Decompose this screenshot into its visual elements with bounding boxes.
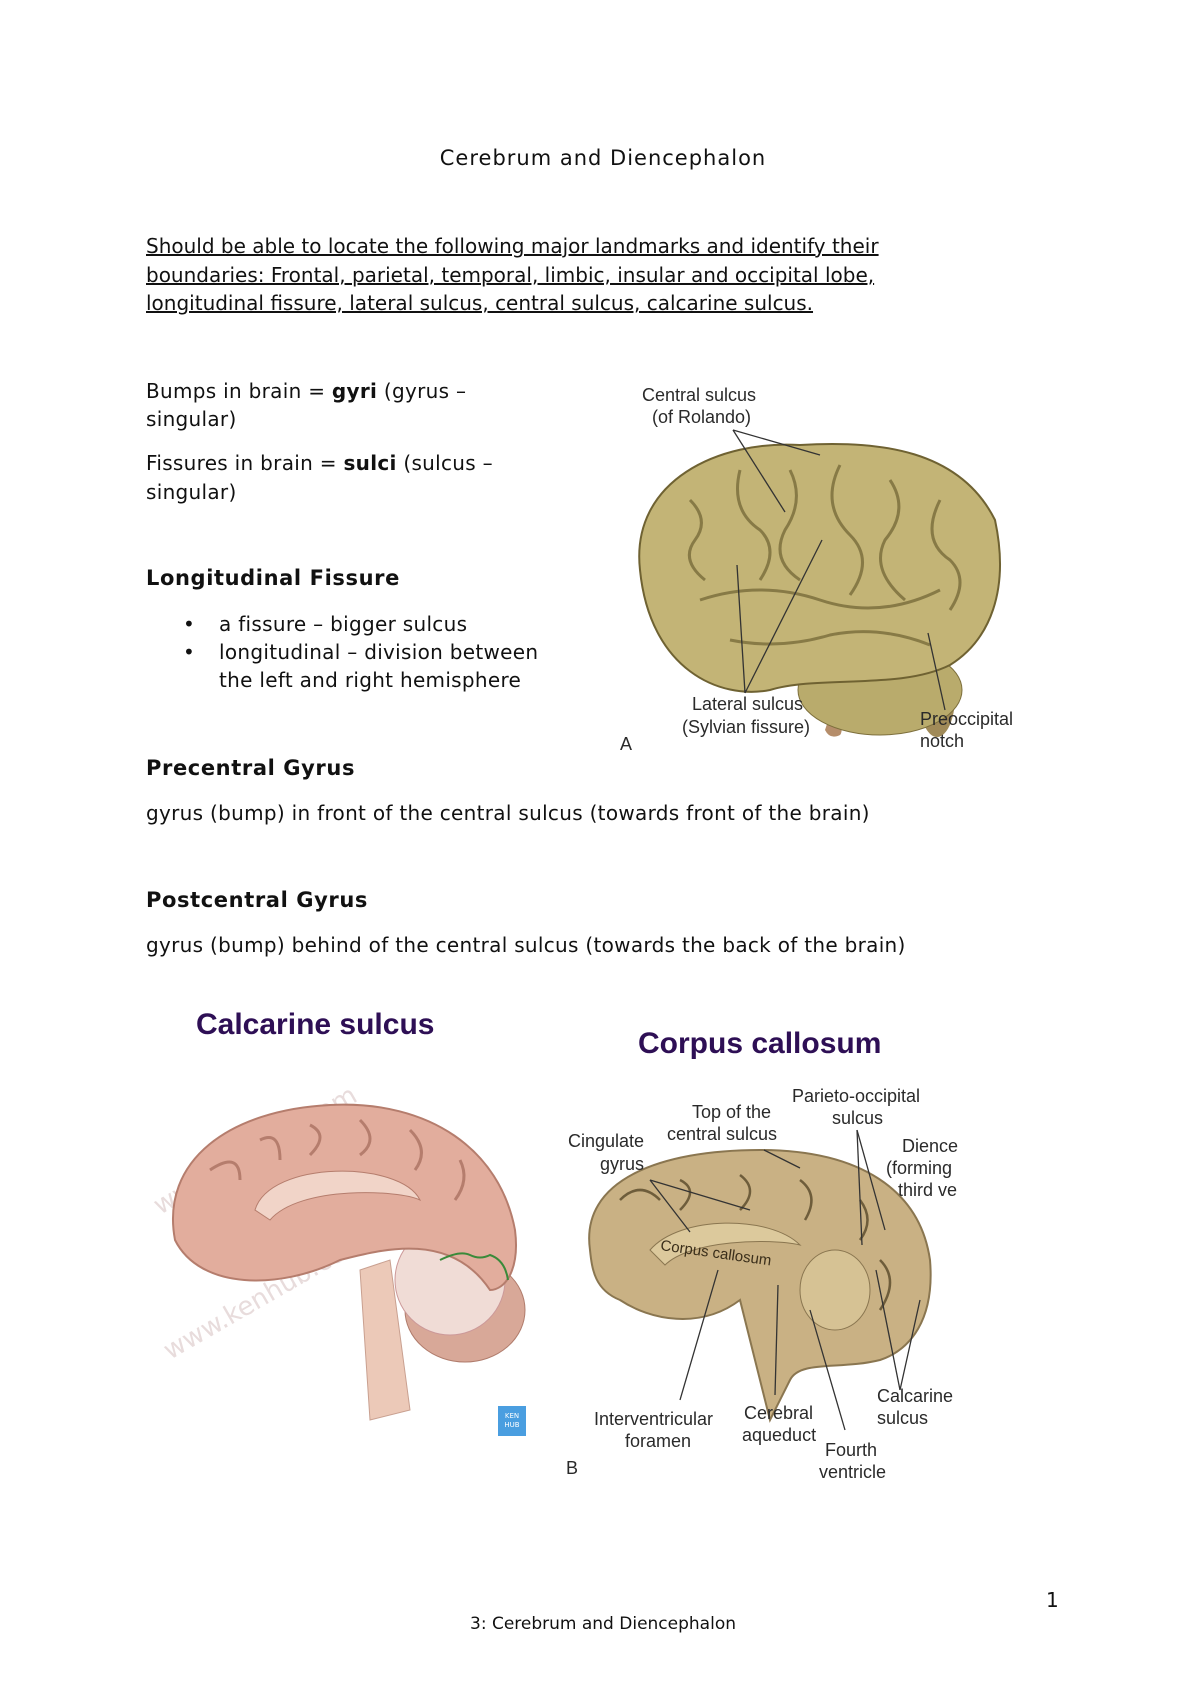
label-lateral-sulcus: Lateral sulcus: [692, 694, 804, 714]
label-notch: notch: [920, 731, 965, 751]
calcarine-title: Calcarine sulcus: [196, 1008, 435, 1041]
postcentral-text: gyrus (bump) behind of the central sulcu…: [146, 933, 906, 957]
label-gyrus: gyrus: [600, 1154, 645, 1174]
sulci-post: (sulcus –: [396, 451, 493, 475]
label-forming: (forming: [886, 1158, 953, 1178]
label-third-ve: third ve: [898, 1180, 958, 1200]
bullet-item-continued: the left and right hemisphere: [219, 668, 522, 692]
objective-line: longitudinal fissure, lateral sulcus, ce…: [146, 291, 814, 315]
label-parieto-occipital: Parieto-occipital: [792, 1086, 921, 1106]
learning-objectives: Should be able to locate the following m…: [146, 232, 1026, 318]
page-number: 1: [1046, 1588, 1060, 1612]
bullet-item: a fissure – bigger sulcus: [219, 612, 468, 636]
label-top-of-the: Top of the: [692, 1102, 772, 1122]
label-aqueduct: aqueduct: [742, 1425, 817, 1445]
sulci-definition: Fissures in brain = sulci (sulcus –: [146, 451, 493, 475]
page-title: Cerebrum and Diencephalon: [439, 146, 767, 170]
label-preoccipital: Preoccipital: [920, 709, 1014, 729]
label-ventricle: ventricle: [819, 1462, 887, 1482]
heading-longitudinal-fissure: Longitudinal Fissure: [146, 566, 400, 590]
figure-letter-b: B: [566, 1458, 579, 1478]
kenhub-logo: KEN HUB: [504, 1412, 520, 1429]
heading-postcentral-gyrus: Postcentral Gyrus: [146, 888, 369, 912]
label-dience: Dience: [902, 1136, 959, 1156]
label-foramen: foramen: [625, 1431, 692, 1451]
gyri-pre: Bumps in brain =: [146, 379, 332, 403]
heading-precentral-gyrus: Precentral Gyrus: [146, 756, 356, 780]
objective-line: Should be able to locate the following m…: [146, 234, 879, 258]
precentral-text: gyrus (bump) in front of the central sul…: [146, 801, 870, 825]
label-cingulate: Cingulate: [568, 1131, 645, 1151]
label-sulcus: sulcus: [832, 1108, 884, 1128]
label-central-sulcus: Central sulcus: [642, 385, 757, 405]
label-fourth: Fourth: [825, 1440, 878, 1460]
label-calcarine-sulcus: sulcus: [877, 1408, 929, 1428]
label-calcarine: Calcarine: [877, 1386, 954, 1406]
gyri-definition: Bumps in brain = gyri (gyrus –: [146, 379, 466, 403]
label-cerebral: Cerebral: [744, 1403, 814, 1423]
sulci-term: sulci: [343, 451, 397, 475]
bullet-marker: •: [183, 612, 196, 636]
gyri-definition-line2: singular): [146, 407, 237, 431]
bullet-item: longitudinal – division between: [219, 640, 539, 664]
footer-text: 3: Cerebrum and Diencephalon: [470, 1614, 736, 1634]
gyri-term: gyri: [331, 379, 378, 403]
corpus-callosum-title: Corpus callosum: [638, 1027, 882, 1060]
gyri-post: (gyrus –: [377, 379, 467, 403]
objective-line: boundaries: Frontal, parietal, temporal,…: [146, 262, 875, 287]
label-sylvian-fissure: (Sylvian fissure): [682, 717, 811, 737]
sulci-definition-line2: singular): [146, 480, 237, 504]
bullet-marker: •: [183, 640, 196, 664]
label-interventricular: Interventricular: [594, 1409, 714, 1429]
sulci-pre: Fissures in brain =: [146, 451, 344, 475]
figure-letter-a: A: [620, 734, 633, 754]
label-central-sulcus: central sulcus: [667, 1124, 778, 1144]
label-of-rolando: (of Rolando): [652, 407, 752, 427]
